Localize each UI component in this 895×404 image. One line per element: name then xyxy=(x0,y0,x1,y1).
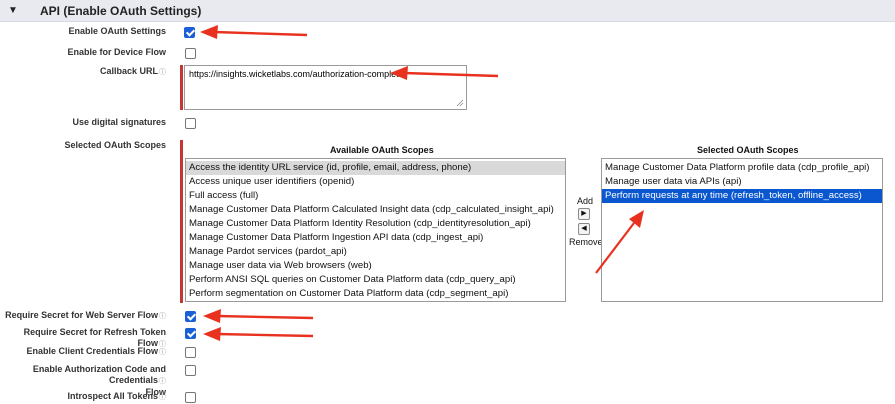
arrow-secret-refresh xyxy=(203,327,314,341)
resize-grip-icon[interactable] xyxy=(456,99,464,107)
client-credentials-checkbox[interactable] xyxy=(185,347,196,358)
enable-oauth-label: Enable OAuth Settings xyxy=(68,26,166,36)
client-credentials-label-text: Enable Client Credentials Flow xyxy=(26,346,158,356)
callback-url-textarea[interactable]: https://insights.wicketlabs.com/authoriz… xyxy=(184,65,467,110)
available-scopes-listbox[interactable]: Access the identity URL service (id, pro… xyxy=(185,158,566,302)
arrow-enable-oauth xyxy=(200,25,308,39)
info-icon[interactable]: ⓘ xyxy=(159,341,166,348)
info-icon[interactable]: ⓘ xyxy=(159,313,166,320)
arrow-secret-web-server xyxy=(203,309,314,323)
auth-code-credentials-label-line1: Enable Authorization Code and Credential… xyxy=(32,364,166,385)
triangle-down-icon[interactable]: ▼ xyxy=(8,5,18,16)
list-item[interactable]: Manage Pardot services (pardot_api) xyxy=(189,246,347,257)
add-arrow-button[interactable]: ▶ xyxy=(578,208,590,220)
enable-oauth-checkbox[interactable] xyxy=(184,27,195,38)
list-item[interactable]: Access the identity URL service (id, pro… xyxy=(186,161,565,175)
introspect-label-text: Introspect All Tokens xyxy=(67,391,158,401)
list-item[interactable]: Access unique user identifiers (openid) xyxy=(189,176,355,187)
list-item[interactable]: Manage Customer Data Platform Calculated… xyxy=(189,204,554,215)
auth-code-credentials-checkbox[interactable] xyxy=(185,365,196,376)
device-flow-checkbox[interactable] xyxy=(185,48,196,59)
required-indicator xyxy=(180,65,183,110)
info-icon[interactable]: ⓘ xyxy=(159,349,166,356)
list-item[interactable]: Manage Customer Data Platform profile da… xyxy=(605,162,870,173)
available-scopes-title: Available OAuth Scopes xyxy=(330,145,434,155)
secret-web-server-label: Require Secret for Web Server Flowⓘ xyxy=(0,310,166,322)
callback-url-label: Callback URLⓘ xyxy=(0,66,166,78)
secret-refresh-label: Require Secret for Refresh Token Flowⓘ xyxy=(0,327,166,350)
remove-arrow-button[interactable]: ◀ xyxy=(578,223,590,235)
selected-scopes-title: Selected OAuth Scopes xyxy=(697,145,799,155)
remove-label: Remove xyxy=(569,237,603,247)
info-icon[interactable]: ⓘ xyxy=(159,69,166,76)
list-item[interactable]: Perform segmentation on Customer Data Pl… xyxy=(189,288,509,299)
info-icon[interactable]: ⓘ xyxy=(159,378,166,385)
secret-refresh-label-text: Require Secret for Refresh Token Flow xyxy=(23,327,166,348)
add-label: Add xyxy=(577,196,594,206)
list-item[interactable]: Manage user data via APIs (api) xyxy=(605,176,742,187)
introspect-checkbox[interactable] xyxy=(185,392,196,403)
required-indicator xyxy=(180,140,183,303)
section-title: API (Enable OAuth Settings) xyxy=(40,4,202,18)
callback-url-label-text: Callback URL xyxy=(99,66,158,76)
callback-url-value: https://insights.wicketlabs.com/authoriz… xyxy=(189,69,404,79)
device-flow-label: Enable for Device Flow xyxy=(67,47,166,57)
auth-code-credentials-label: Enable Authorization Code and Credential… xyxy=(0,364,166,398)
list-item[interactable]: Manage Customer Data Platform Ingestion … xyxy=(189,232,484,243)
list-item[interactable]: Full access (full) xyxy=(189,190,259,201)
list-item[interactable]: Perform requests at any time (refresh_to… xyxy=(602,189,882,203)
client-credentials-label: Enable Client Credentials Flowⓘ xyxy=(0,346,166,358)
list-item[interactable]: Perform ANSI SQL queries on Customer Dat… xyxy=(189,274,516,285)
list-item[interactable]: Manage Customer Data Platform Identity R… xyxy=(189,218,531,229)
oauth-scopes-label: Selected OAuth Scopes xyxy=(64,140,166,150)
digital-signatures-checkbox[interactable] xyxy=(185,118,196,129)
selected-scopes-listbox[interactable]: Manage Customer Data Platform profile da… xyxy=(601,158,883,302)
auth-code-credentials-label-line2: Flow xyxy=(145,387,167,397)
digital-signatures-label: Use digital signatures xyxy=(72,117,166,127)
section-header[interactable]: ▼ API (Enable OAuth Settings) xyxy=(0,0,895,22)
introspect-label: Introspect All Tokensⓘ xyxy=(0,391,166,403)
secret-web-server-checkbox[interactable] xyxy=(185,311,196,322)
list-item[interactable]: Manage user data via Web browsers (web) xyxy=(189,260,372,271)
secret-web-server-label-text: Require Secret for Web Server Flow xyxy=(5,310,158,320)
info-icon[interactable]: ⓘ xyxy=(159,394,166,401)
secret-refresh-checkbox[interactable] xyxy=(185,328,196,339)
